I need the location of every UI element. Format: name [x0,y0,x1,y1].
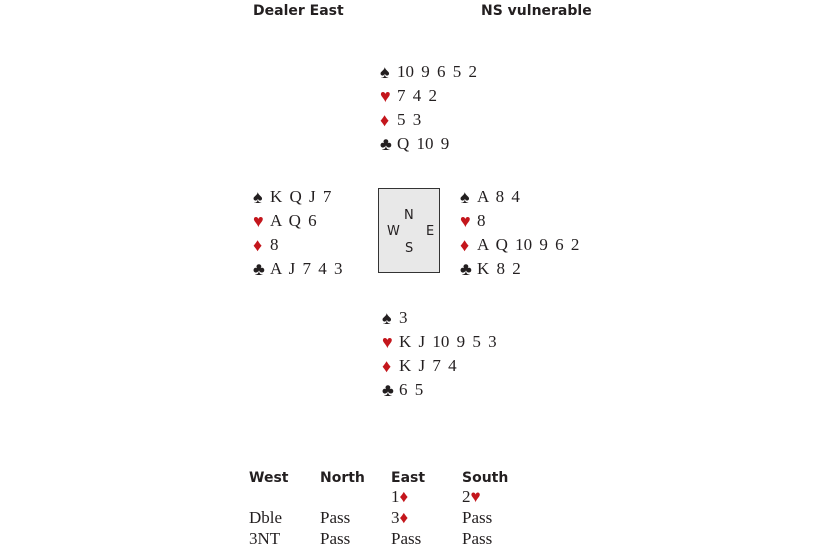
bid-text: Dble [249,508,283,527]
auction-bid: Pass [462,507,492,528]
diamond-icon: ♦ [253,235,263,255]
cards: A 8 4 [477,187,520,206]
cards: K 8 2 [477,259,521,278]
compass-west: W [387,224,400,239]
south-diamond-holding: ♦ K J 7 4 [382,354,497,378]
auction-bid: Pass [320,507,350,528]
auction-bid: Pass [320,528,350,549]
heart-icon: ♥ [382,332,393,352]
bid-text: Pass [462,529,493,548]
south-club-holding: ♣ 6 5 [382,378,497,402]
heart-icon: ♥ [470,487,481,506]
auction-bid: 2♥ [462,486,481,507]
compass-east: E [426,224,435,239]
vulnerability-label: NS vulnerable [481,3,592,19]
auction-header-east: East [391,470,426,486]
spade-icon: ♠ [460,187,470,207]
auction-bid: Dble [249,507,282,528]
heart-icon: ♥ [253,211,264,231]
cards: 10 9 6 5 2 [397,62,477,81]
cards: A Q 6 [270,211,317,230]
auction-header-north: North [320,470,365,486]
dealer-label: Dealer East [253,3,344,19]
diamond-icon: ♦ [382,356,392,376]
club-icon: ♣ [380,134,392,154]
diamond-icon: ♦ [399,508,409,527]
cards: 8 [270,235,279,254]
compass-north: N [404,208,414,223]
cards: 3 [399,308,408,327]
bid-text: 2 [462,487,471,506]
cards: A Q 10 9 6 2 [477,235,580,254]
bid-text: 3NT [249,529,281,548]
cards: 5 3 [397,110,422,129]
bid-text: 3 [391,508,400,527]
bid-text: Pass [320,508,351,527]
bid-text: Pass [462,508,493,527]
south-spade-holding: ♠3 [382,306,497,330]
south-hand: ♠3♥K J 10 9 5 3♦K J 7 4♣6 5 [382,306,497,402]
compass-table: N W E S [378,188,440,273]
cards: Q 10 9 [397,134,450,153]
club-icon: ♣ [382,380,394,400]
auction-bid: 1♦ [391,486,408,507]
spade-icon: ♠ [253,187,263,207]
auction-bid: Pass [391,528,421,549]
heart-icon: ♥ [380,86,391,106]
compass-south: S [405,241,414,256]
cards: K Q J 7 [270,187,332,206]
east-diamond-holding: ♦ A Q 10 9 6 2 [460,233,579,257]
cards: 6 5 [399,380,424,399]
diamond-icon: ♦ [460,235,470,255]
bid-text: 1 [391,487,400,506]
bid-text: Pass [320,529,351,548]
auction-bid: 3♦ [391,507,408,528]
diamond-icon: ♦ [399,487,409,506]
club-icon: ♣ [253,259,265,279]
south-heart-holding: ♥ K J 10 9 5 3 [382,330,497,354]
cards: K J 7 4 [399,356,457,375]
north-heart-holding: ♥ 7 4 2 [380,84,477,108]
heart-icon: ♥ [460,211,471,231]
diamond-icon: ♦ [380,110,390,130]
north-club-holding: ♣ Q 10 9 [380,132,477,156]
bid-text: Pass [391,529,422,548]
east-hand: ♠A 8 4♥8♦A Q 10 9 6 2♣K 8 2 [460,185,579,281]
east-club-holding: ♣ K 8 2 [460,257,579,281]
spade-icon: ♠ [380,62,390,82]
club-icon: ♣ [460,259,472,279]
north-diamond-holding: ♦ 5 3 [380,108,477,132]
east-spade-holding: ♠ A 8 4 [460,185,579,209]
cards: K J 10 9 5 3 [399,332,497,351]
cards: A J 7 4 3 [270,259,343,278]
north-spade-holding: ♠ 10 9 6 5 2 [380,60,477,84]
cards: 7 4 2 [397,86,437,105]
east-heart-holding: ♥8 [460,209,579,233]
spade-icon: ♠ [382,308,392,328]
auction-header-west: West [249,470,289,486]
north-hand: ♠ 10 9 6 5 2 ♥ 7 4 2 ♦ 5 3 ♣ Q 10 9 [380,60,477,156]
auction-bid: Pass [462,528,492,549]
west-spade-holding: ♠ K Q J 7 [253,185,342,209]
cards: 8 [477,211,486,230]
west-heart-holding: ♥ A Q 6 [253,209,342,233]
west-hand: ♠K Q J 7♥A Q 6♦8♣A J 7 4 3 [253,185,342,281]
auction-header-south: South [462,470,509,486]
west-club-holding: ♣ A J 7 4 3 [253,257,342,281]
west-diamond-holding: ♦8 [253,233,342,257]
auction-bid: 3NT [249,528,280,549]
